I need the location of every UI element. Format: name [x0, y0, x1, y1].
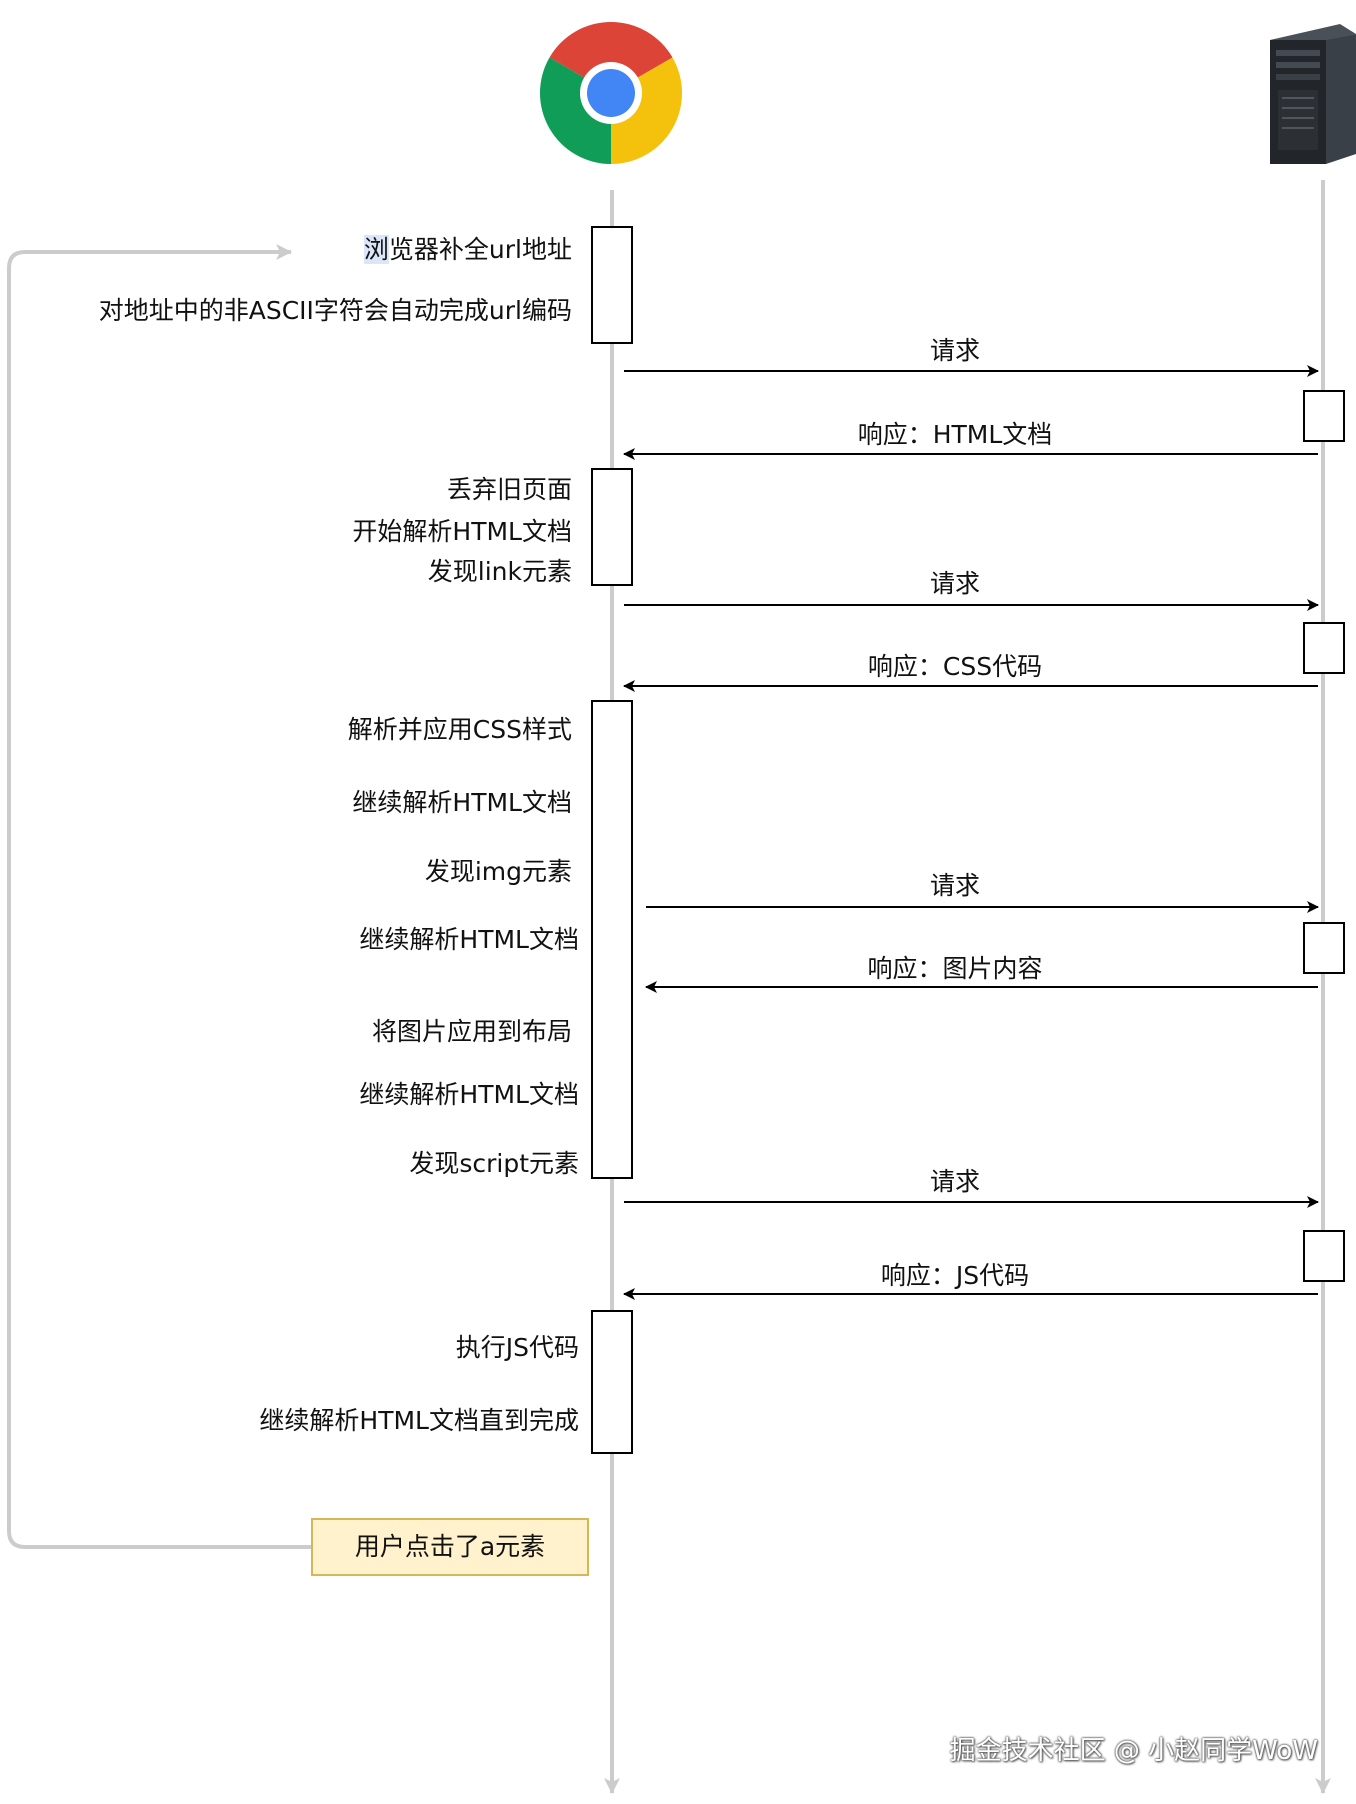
- step-label: 发现link元素: [427, 557, 572, 586]
- server-activation-box: [1303, 922, 1345, 974]
- step-label: 继续解析HTML文档直到完成: [259, 1406, 579, 1435]
- step-label: 浏览器补全url地址: [363, 235, 572, 264]
- server-activation-box: [1303, 390, 1345, 442]
- step-label: 发现img元素: [424, 857, 572, 886]
- user-click-note: 用户点击了a元素: [311, 1518, 589, 1576]
- message-label: 请求: [929, 336, 980, 365]
- step-label: 开始解析HTML文档: [352, 517, 572, 546]
- step-label: 继续解析HTML文档: [359, 925, 579, 954]
- message-label: 请求: [929, 871, 980, 900]
- message-label: 响应：JS代码: [880, 1261, 1030, 1290]
- server-activation-box: [1303, 1230, 1345, 1282]
- browser-activation-box: [591, 700, 633, 1179]
- step-label: 继续解析HTML文档: [359, 1080, 579, 1109]
- message-label: 响应：图片内容: [867, 954, 1043, 983]
- step-label: 对地址中的非ASCII字符会自动完成url编码: [98, 296, 572, 325]
- message-label: 响应：CSS代码: [867, 652, 1043, 681]
- server-activation-box: [1303, 622, 1345, 674]
- step-label: 发现script元素: [409, 1149, 579, 1178]
- server-tower-icon: [1270, 24, 1356, 164]
- browser-activation-box: [591, 468, 633, 586]
- message-label: 请求: [929, 1167, 980, 1196]
- browser-activation-box: [591, 1310, 633, 1454]
- step-label: 继续解析HTML文档: [352, 788, 572, 817]
- step-label: 解析并应用CSS样式: [347, 715, 572, 744]
- step-label: 执行JS代码: [455, 1333, 579, 1362]
- message-label: 响应：HTML文档: [857, 420, 1053, 449]
- step-label: 丢弃旧页面: [446, 475, 572, 504]
- watermark: 掘金技术社区 @ 小赵同学WoW: [949, 1736, 1318, 1766]
- chrome-logo-icon: [539, 21, 683, 164]
- message-label: 请求: [929, 569, 980, 598]
- step-label: 将图片应用到布局: [371, 1017, 572, 1046]
- browser-activation-box: [591, 226, 633, 344]
- loop-back-line: [7, 244, 311, 1549]
